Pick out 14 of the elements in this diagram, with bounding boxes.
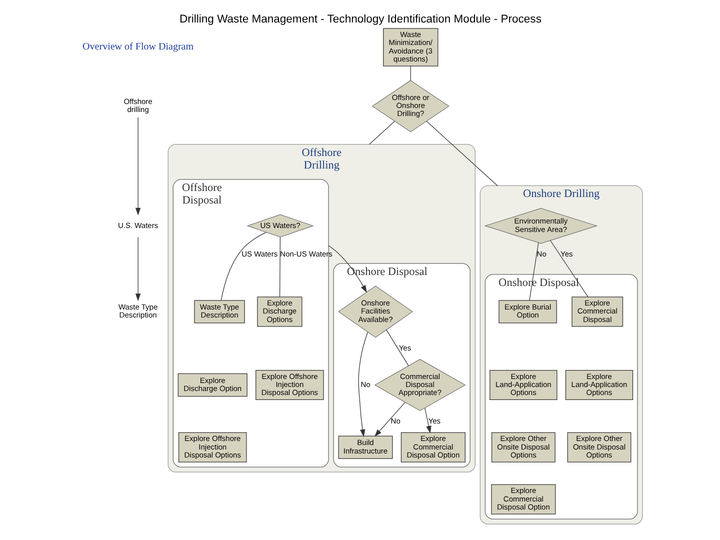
arrow [134,117,140,216]
arrow [358,332,368,437]
connector [426,120,498,186]
arrow [374,402,405,437]
label: Overview of Flow Diagram [82,42,194,53]
diagram-title: Drilling Waste Management - Technology Identification Module - Process [179,13,541,26]
connector [278,236,280,298]
arrow [134,236,140,302]
connector [220,232,266,301]
connector [528,242,538,300]
connector [368,120,394,145]
connector [550,240,588,298]
connector [386,330,408,366]
arrow [424,408,431,434]
